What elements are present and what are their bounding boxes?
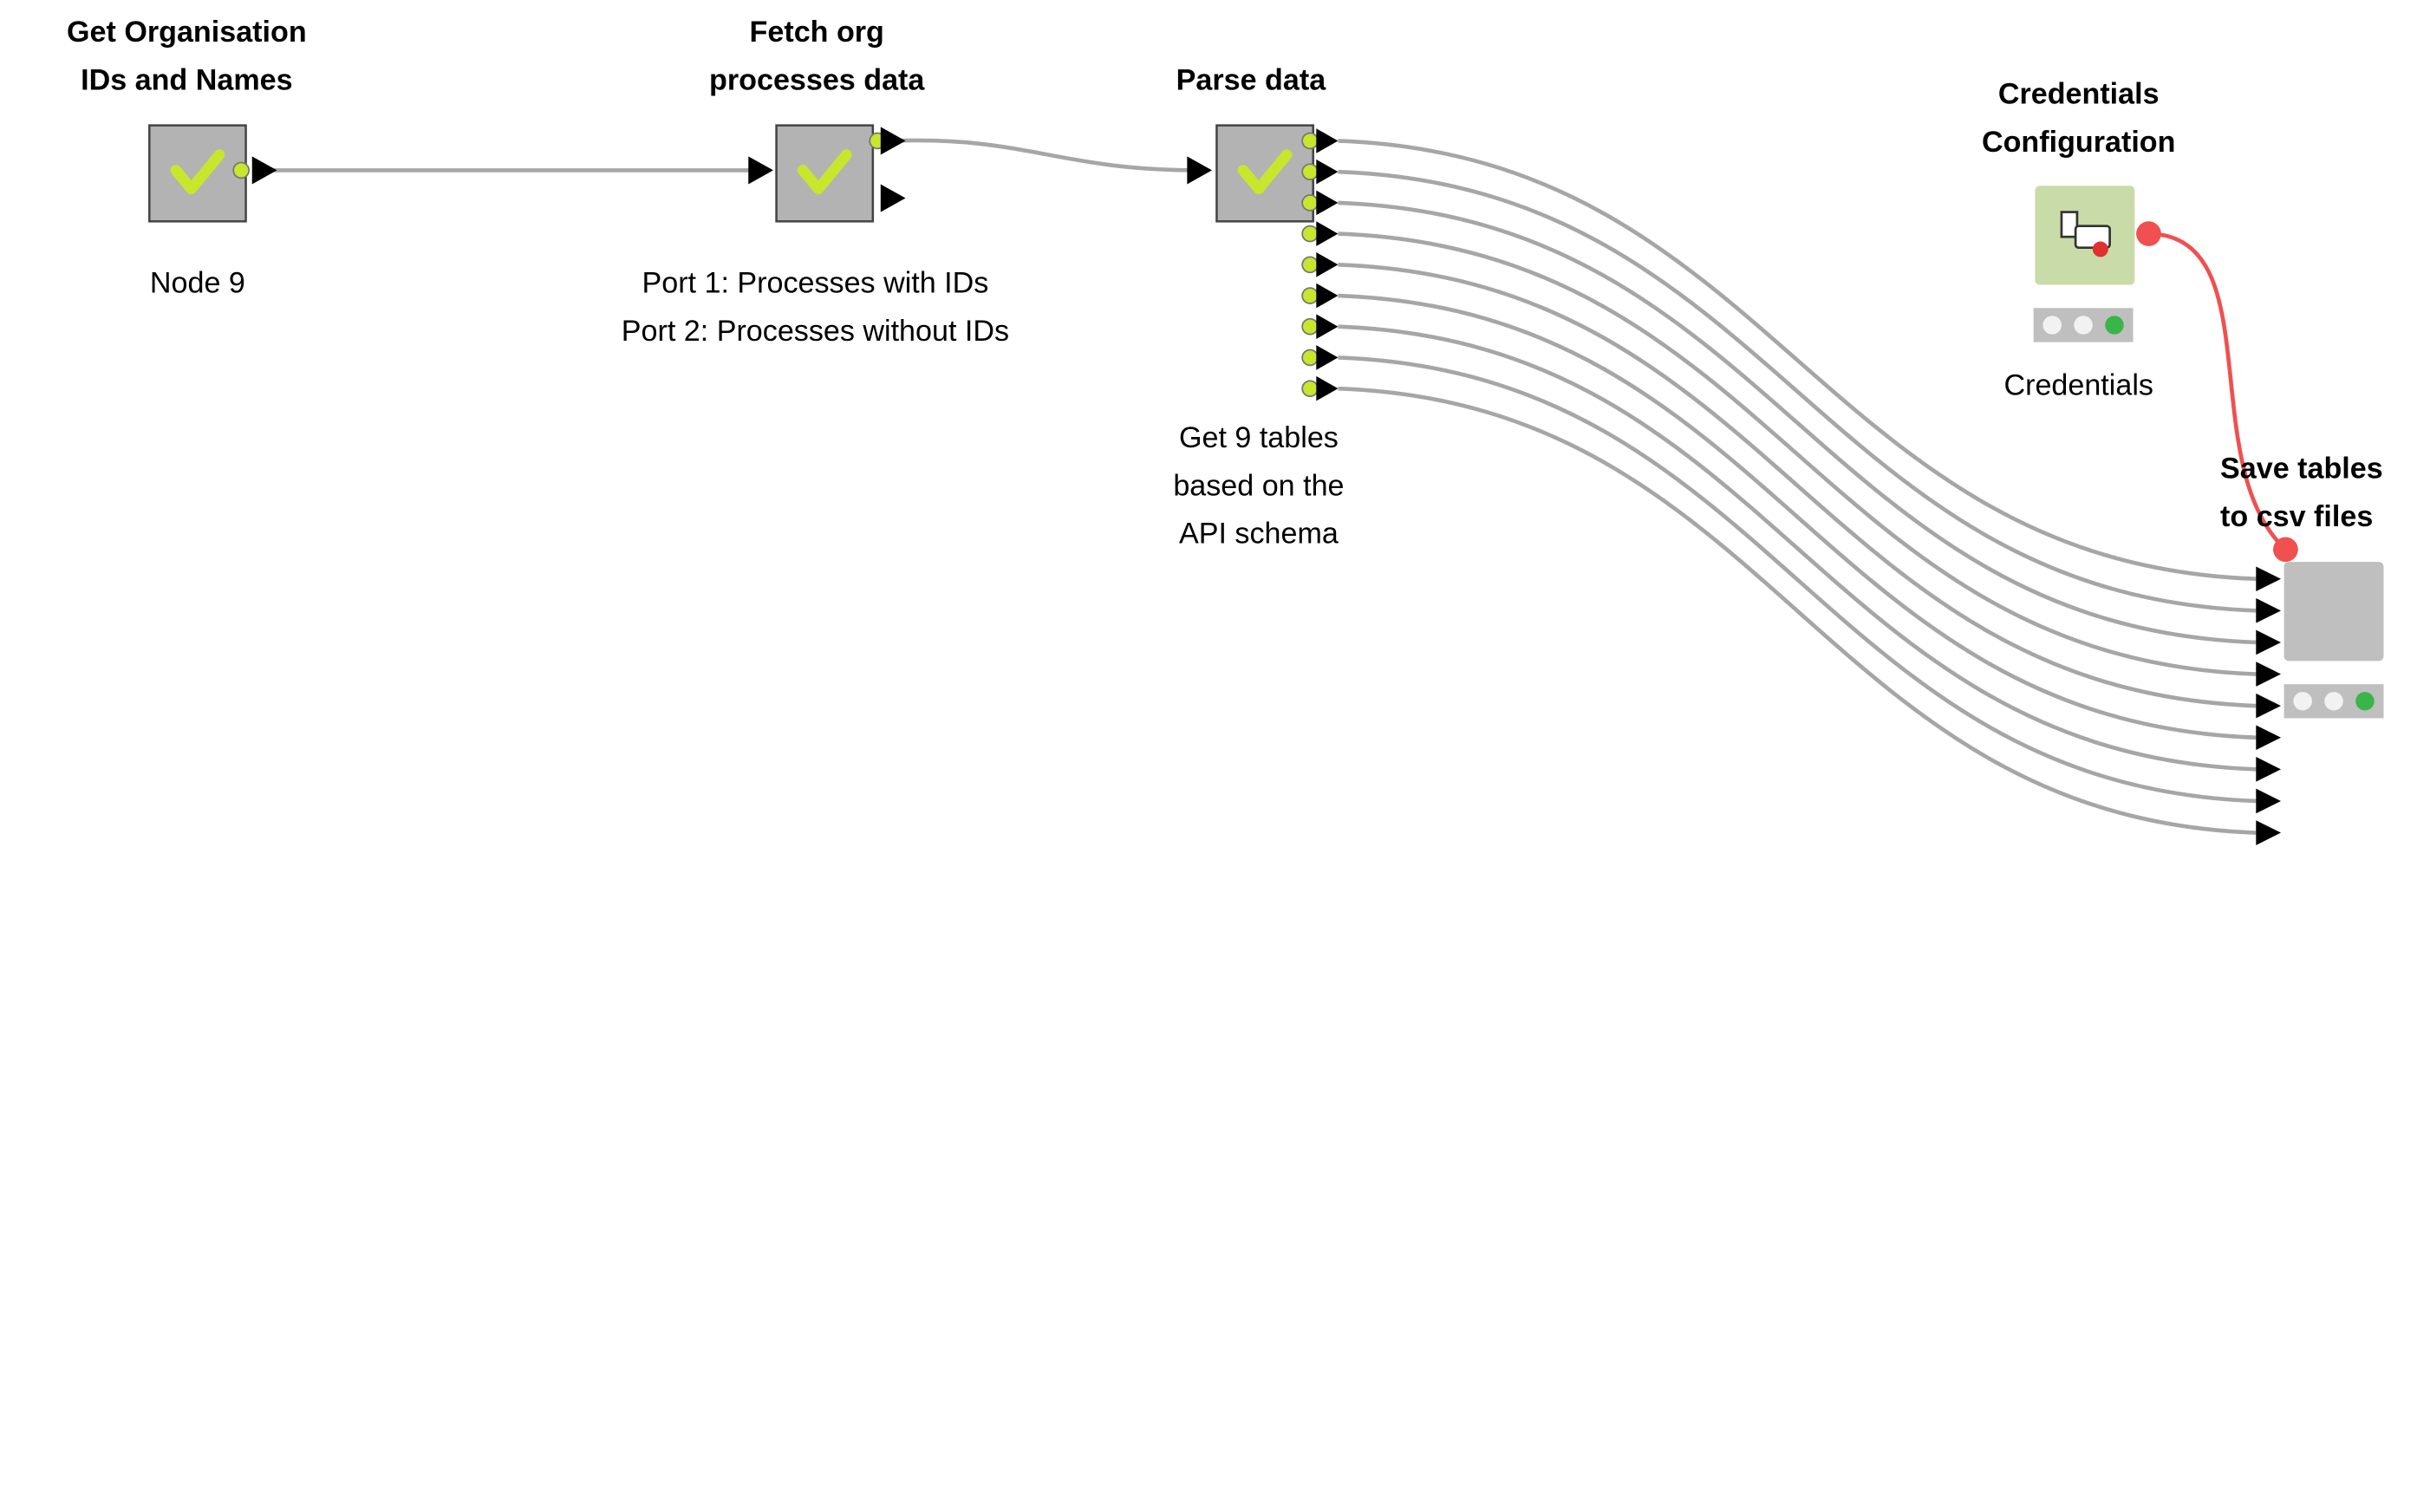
output-port-1[interactable] xyxy=(880,127,906,155)
connection-parse-to-save-5[interactable] xyxy=(1338,262,2257,708)
output-port-status-icon xyxy=(1301,317,1319,336)
output-port-status-icon xyxy=(1301,163,1319,180)
save-tables-node[interactable] xyxy=(2256,537,2384,845)
connection-parse-to-save-2[interactable] xyxy=(1338,169,2257,613)
input-port-7[interactable] xyxy=(2256,757,2282,782)
flow-variable-output-port[interactable] xyxy=(2136,221,2161,246)
output-port-2[interactable] xyxy=(1316,159,1339,185)
input-port-3[interactable] xyxy=(2256,629,2282,655)
workflow-canvas xyxy=(148,124,2384,845)
status-green-light xyxy=(2355,692,2375,711)
output-port-status-icon xyxy=(1301,349,1319,367)
output-port-3[interactable] xyxy=(1316,190,1339,216)
checkmark-icon xyxy=(1237,149,1293,195)
metanode-parse-data[interactable] xyxy=(1187,124,1339,401)
output-port-status-icon xyxy=(1301,287,1319,304)
metanode-fetch-org[interactable] xyxy=(748,124,906,223)
output-port-9[interactable] xyxy=(1316,375,1339,401)
output-port-status-icon xyxy=(1301,225,1319,243)
connection-parse-to-save-3[interactable] xyxy=(1338,200,2257,645)
node-label-credentials: Credentials xyxy=(2003,369,2153,403)
output-port-8[interactable] xyxy=(1316,345,1339,370)
connection-parse-to-save-9[interactable] xyxy=(1338,386,2257,835)
connection-parse-to-save-1[interactable] xyxy=(1338,139,2257,582)
flow-variable-input-port[interactable] xyxy=(2273,537,2298,563)
input-port-1[interactable] xyxy=(2256,566,2282,592)
node-label-node-9: Node 9 xyxy=(149,267,245,301)
connection-parse-to-save-4[interactable] xyxy=(1338,231,2257,676)
connection-parse-to-save-8[interactable] xyxy=(1338,355,2257,804)
checkmark-icon xyxy=(170,149,225,195)
input-port-9[interactable] xyxy=(2256,820,2282,845)
input-port-4[interactable] xyxy=(2256,662,2282,687)
input-port-1[interactable] xyxy=(748,156,773,185)
output-port-6[interactable] xyxy=(1316,283,1339,309)
connection-parse-to-save-6[interactable] xyxy=(1338,293,2257,740)
input-port-1[interactable] xyxy=(1187,156,1213,185)
output-port-2[interactable] xyxy=(880,184,906,212)
credentials-configuration-node[interactable] xyxy=(2033,186,2161,342)
status-traffic-light xyxy=(2283,684,2384,719)
connection-parse-to-save-7[interactable] xyxy=(1338,324,2257,772)
input-port-2[interactable] xyxy=(2256,598,2282,623)
connection-fetch-to-parse[interactable] xyxy=(893,138,1198,173)
input-port-5[interactable] xyxy=(2256,693,2282,719)
output-port-status-icon xyxy=(1301,194,1319,212)
output-port-status-icon xyxy=(1301,132,1319,150)
output-port-7[interactable] xyxy=(1316,314,1339,340)
status-traffic-light xyxy=(2033,308,2134,342)
output-port-1[interactable] xyxy=(251,156,277,185)
output-port-status-icon xyxy=(1301,256,1319,274)
output-port-5[interactable] xyxy=(1316,252,1339,277)
status-green-light xyxy=(2105,316,2124,335)
input-port-8[interactable] xyxy=(2256,788,2282,814)
checkmark-icon xyxy=(797,149,852,195)
output-port-status-icon xyxy=(1301,380,1319,397)
connection-credentials-flow-variable[interactable] xyxy=(2147,231,2288,551)
output-port-status-icon xyxy=(232,161,251,179)
node-title-parse-data: Parse data xyxy=(1176,64,1326,98)
output-port-1[interactable] xyxy=(1316,128,1339,153)
input-port-6[interactable] xyxy=(2256,725,2282,751)
output-port-4[interactable] xyxy=(1316,221,1339,246)
credentials-icon xyxy=(2060,211,2111,257)
metanode-get-organisation[interactable] xyxy=(148,124,277,223)
